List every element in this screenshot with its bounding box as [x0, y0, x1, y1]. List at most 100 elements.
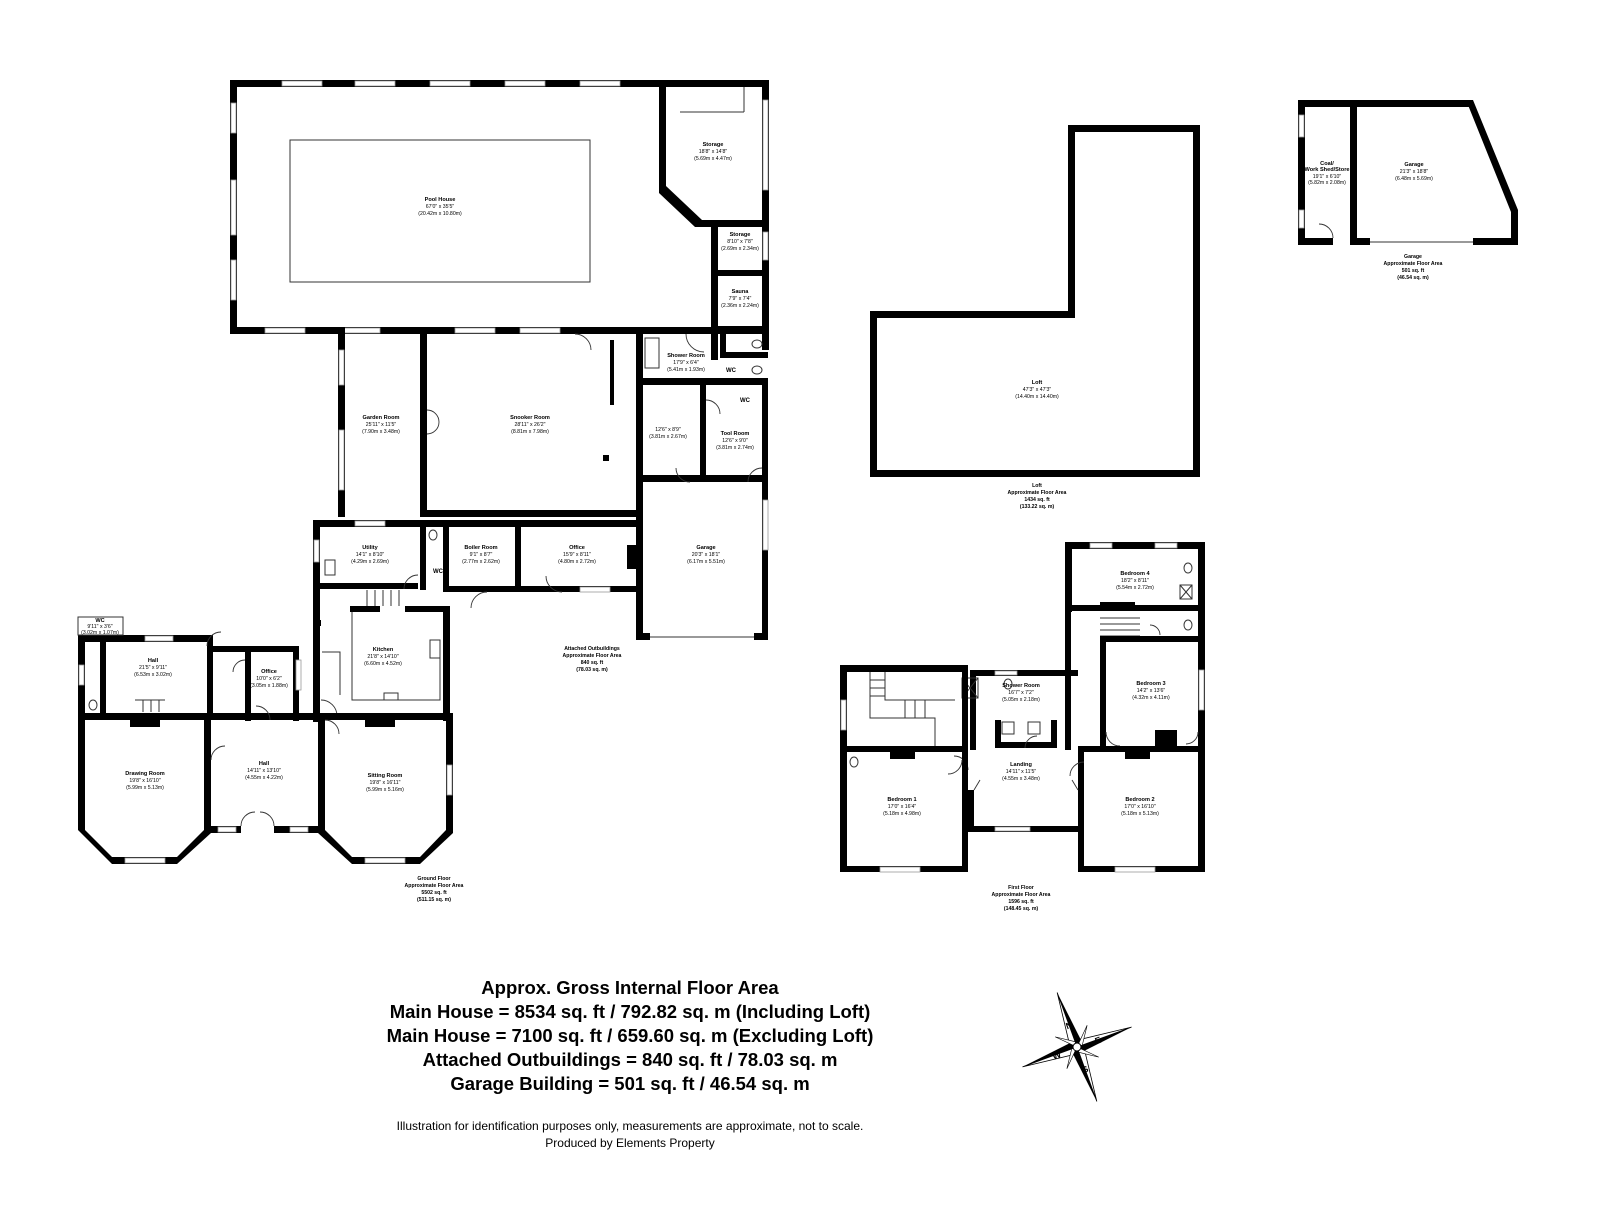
area-labels: Ground Floor Approximate Floor Area 5502… [405, 254, 1443, 912]
area-outbuildings-title: Attached Outbuildings [564, 646, 620, 652]
room-dims-utility: 14'1" x 8'10" [356, 552, 385, 558]
room-name-utility: Utility [362, 545, 378, 551]
summary-attached-outbuildings: Attached Outbuildings = 840 sq. ft / 78.… [422, 1049, 838, 1070]
room-dims-shower-room-gf: 17'9" x 6'4" [673, 360, 699, 366]
area-first-title: First Floor [1008, 885, 1034, 891]
room-metric-sitting-room: (5.99m x 5.16m) [366, 787, 404, 793]
room-metric-shower-room-gf: (5.41m x 1.93m) [667, 367, 705, 373]
room-metric-bedroom-3: (4.32m x 4.11m) [1132, 695, 1170, 701]
room-name-coal-shed: Coal/ [1320, 161, 1334, 167]
room-metric-hall: (6.53m x 3.02m) [134, 672, 172, 678]
room-metric-kitchen: (6.60m x 4.52m) [364, 661, 402, 667]
compass-n: N [1064, 1020, 1074, 1032]
room-metric-bedroom-1: (5.18m x 4.98m) [883, 811, 921, 817]
room-metric-storage-small: (2.69m x 2.34m) [721, 246, 759, 252]
producer-credit: Produced by Elements Property [545, 1136, 715, 1150]
area-first-sqft: 1596 sq. ft [1008, 899, 1034, 905]
room-name-boiler-room: Boiler Room [464, 545, 497, 551]
room-dims-boiler-room: 9'1" x 8'7" [470, 552, 493, 558]
summary-title: Approx. Gross Internal Floor Area [481, 977, 779, 998]
area-outbuildings-sqft: 840 sq. ft [581, 660, 604, 666]
room-name-tool-room: Tool Room [721, 431, 750, 437]
room-dims-office-outbuilding: 15'9" x 8'11" [563, 552, 591, 558]
room-metric-bedroom-2: (5.18m x 5.13m) [1121, 811, 1159, 817]
room-metric-shower-room-ff: (5.05m x 2.18m) [1002, 697, 1040, 703]
room-dims-storage: 18'8" x 14'8" [699, 149, 728, 155]
room-name-office-outbuilding: Office [569, 545, 585, 551]
room-metric-coal-shed: (5.82m x 2.08m) [1308, 180, 1346, 186]
area-first-sqm: (148.45 sq. m) [1004, 906, 1039, 912]
room-dims-landing: 14'11" x 11'5" [1006, 769, 1037, 775]
room-metric-drawing-room: (5.99m x 5.13m) [126, 785, 164, 791]
room-dims-sitting-room: 19'8" x 16'11" [370, 780, 401, 786]
room-name-hall: Hall [148, 658, 159, 664]
room-name-sauna: Sauna [732, 289, 750, 295]
summary-main-house-excl-loft: Main House = 7100 sq. ft / 659.60 sq. m … [386, 1025, 874, 1046]
area-outbuildings-sqm: (78.03 sq. m) [576, 667, 608, 673]
room-dims-bedroom-3: 14'2" x 13'6" [1137, 688, 1166, 694]
room-name-storage-small: Storage [730, 232, 751, 238]
room-metric-hall-entrance: (4.55m x 4.22m) [245, 775, 283, 781]
room-name-hall-entrance: Hall [259, 761, 270, 767]
room-name-garden-room: Garden Room [363, 415, 400, 421]
room-name-drawing-room: Drawing Room [125, 771, 164, 777]
room-name-loft: Loft [1032, 380, 1043, 386]
room-dims-garden-room: 25'11" x 11'5" [366, 422, 397, 428]
room-name-bedroom-4: Bedroom 4 [1120, 571, 1150, 577]
room-name-work-shed: Work Shed/Store [1305, 167, 1350, 173]
room-dims-pool-house: 67'0" x 35'5" [426, 204, 455, 210]
room-labels: Pool House 67'0" x 35'5" (20.42m x 10.80… [81, 142, 1433, 817]
room-dims-coal-shed: 19'1" x 6'10" [1313, 174, 1342, 180]
room-name-shower-room-ff: Shower Room [1002, 683, 1040, 689]
room-name-pool-house: Pool House [425, 197, 456, 203]
compass-w: W [1051, 1049, 1063, 1061]
room-metric-utility: (4.29m x 2.69m) [351, 559, 389, 565]
room-metric-wc: (3.02m x 1.07m) [81, 630, 119, 636]
room-metric-garden-room: (7.90m x 3.48m) [362, 429, 400, 435]
room-dims-bedroom-2: 17'0" x 16'10" [1124, 804, 1155, 810]
room-metric-loft: (14.40m x 14.40m) [1015, 394, 1059, 400]
area-garage-sqm: (46.54 sq. m) [1397, 275, 1429, 281]
room-dims-storage-small: 8'10" x 7'8" [727, 239, 753, 245]
area-ground-sqft: 5502 sq. ft [421, 890, 447, 896]
floor-area-summary: Approx. Gross Internal Floor Area Main H… [300, 976, 960, 1096]
area-garage-title: Garage [1404, 254, 1422, 260]
area-ground-sqm: (511.15 sq. m) [417, 897, 451, 903]
loft-plan [870, 125, 1200, 477]
room-dims-snooker-room: 28'11" x 26'2" [515, 422, 546, 428]
room-dims-office: 10'0" x 6'2" [256, 676, 282, 682]
room-name-snooker-room: Snooker Room [510, 415, 550, 421]
room-dims-wc: 9'11" x 3'6" [87, 624, 112, 630]
room-dims-bedroom-1: 17'0" x 16'4" [888, 804, 917, 810]
disclaimer-text: Illustration for identification purposes… [396, 1119, 864, 1133]
room-metric-office: (3.05m x 1.88m) [250, 683, 288, 689]
area-ground-subtitle: Approximate Floor Area [405, 883, 464, 889]
disclaimer: Illustration for identification purposes… [300, 1118, 960, 1152]
room-name-sitting-room: Sitting Room [368, 773, 403, 779]
room-metric-sauna: (2.36m x 2.24m) [721, 303, 759, 309]
area-outbuildings-subtitle: Approximate Floor Area [563, 653, 622, 659]
room-dims-shower-room-ff: 16'7" x 7'2" [1008, 690, 1034, 696]
room-metric-garage-building: (6.48m x 5.69m) [1395, 176, 1433, 182]
room-name-garage-building: Garage [1404, 162, 1423, 168]
area-loft-sqm: (133.22 sq. m) [1020, 504, 1055, 510]
room-dims-hall: 21'5" x 9'11" [139, 665, 167, 671]
room-metric-tool-room: (3.81m x 2.74m) [716, 445, 754, 451]
room-dims-hall-entrance: 14'11" x 13'10" [247, 768, 281, 774]
room-dims-kitchen: 21'8" x 14'10" [367, 654, 398, 660]
room-name-landing: Landing [1010, 762, 1032, 768]
summary-garage-building: Garage Building = 501 sq. ft / 46.54 sq.… [300, 1072, 960, 1096]
room-metric-snooker-room: (8.81m x 7.98m) [511, 429, 549, 435]
room-dims-tool-room: 12'6" x 9'0" [722, 438, 748, 444]
room-dims-unnamed: 12'6" x 8'9" [655, 427, 681, 433]
room-name-bedroom-2: Bedroom 2 [1125, 797, 1154, 803]
summary-garage-word: Garage [450, 1073, 515, 1094]
area-first-subtitle: Approximate Floor Area [992, 892, 1051, 898]
first-floor-plan [840, 542, 1205, 873]
room-name-storage: Storage [703, 142, 724, 148]
ground-floor-plan: WC WC [77, 80, 769, 864]
wc-label-c: WC [433, 569, 444, 575]
compass-e: E [1093, 1035, 1102, 1046]
area-ground-title: Ground Floor [417, 876, 450, 882]
